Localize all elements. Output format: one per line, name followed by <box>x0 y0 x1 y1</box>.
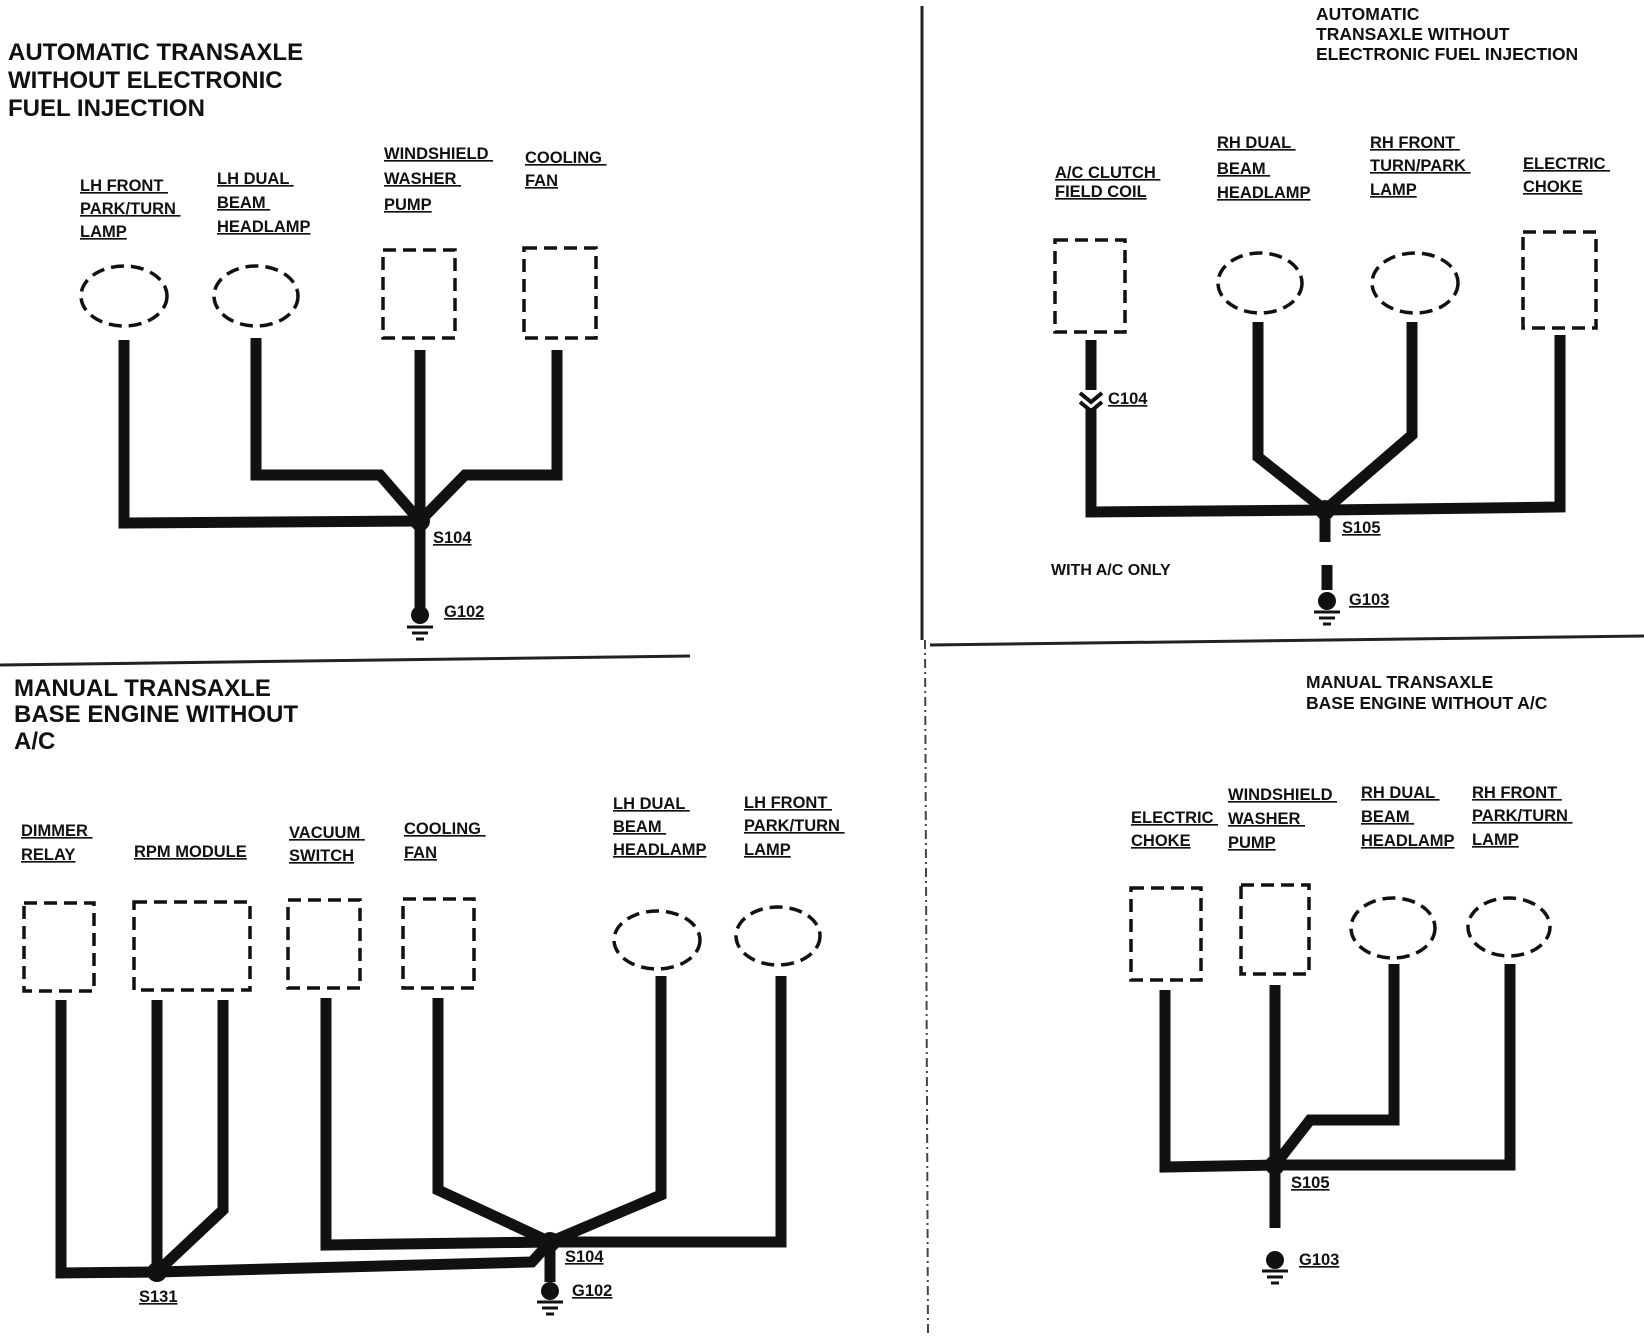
vacuum-switch-outline <box>286 898 362 990</box>
component-label-vacuum-switch: VACUUM SWITCH <box>289 824 365 865</box>
panel-title: AUTOMATIC TRANSAXLE WITHOUT ELECTRONIC F… <box>1316 4 1578 64</box>
splice-dot-s131 <box>147 1262 167 1282</box>
ground-label: G103 <box>1299 1251 1339 1269</box>
component-label-ac-clutch-field-coil: A/C CLUTCH FIELD COIL <box>1055 164 1160 201</box>
panel-title: MANUAL TRANSAXLE BASE ENGINE WITHOUT A/C <box>1306 672 1548 713</box>
splice-dot <box>410 511 430 531</box>
ground-icon <box>537 1282 563 1316</box>
ground-label: G103 <box>1349 591 1389 609</box>
component-label-rh-front-park-turn-lamp: RH FRONT PARK/TURN LAMP <box>1472 784 1573 849</box>
washer-pump-outline <box>381 248 457 340</box>
splice-label: S104 <box>433 529 472 547</box>
ground-icon <box>1262 1251 1288 1285</box>
component-label-rh-front-turn-park-lamp: RH FRONT TURN/PARK LAMP <box>1370 134 1471 199</box>
wires <box>118 338 563 621</box>
component-label-rh-dual-beam-headlamp: RH DUAL BEAM HEADLAMP <box>1361 784 1455 850</box>
connector-symbol <box>1078 391 1104 414</box>
rpm-module-outline <box>132 900 252 992</box>
panel-top-left: AUTOMATIC TRANSAXLE WITHOUT ELECTRONIC F… <box>8 39 607 641</box>
washer-pump-outline <box>1239 883 1311 976</box>
splice-label: S105 <box>1342 519 1381 537</box>
horizontal-divider-left <box>0 654 691 667</box>
component-label-windshield-washer-pump: WINDSHIELD WASHER PUMP <box>384 145 493 214</box>
cooling-fan-outline <box>522 246 598 340</box>
component-label-cooling-fan: COOLING FAN <box>525 149 607 190</box>
component-label-cooling-fan: COOLING FAN <box>404 820 486 862</box>
lamp-outline <box>79 264 169 328</box>
panel-title: AUTOMATIC TRANSAXLE WITHOUT ELECTRONIC F… <box>8 39 310 122</box>
vertical-divider-bottom <box>924 639 929 1336</box>
wires <box>55 976 787 1282</box>
component-label-lh-dual-beam-headlamp: LH DUAL BEAM HEADLAMP <box>613 795 707 859</box>
panel-bottom-right: MANUAL TRANSAXLE BASE ENGINE WITHOUT A/C… <box>1129 672 1573 1285</box>
lamp-outline <box>734 905 822 967</box>
wires <box>1085 322 1566 590</box>
splice-dot <box>1265 1155 1285 1175</box>
headlamp-outline <box>612 909 702 971</box>
component-label-electric-choke: ELECTRIC CHOKE <box>1523 155 1610 196</box>
choke-outline <box>1129 886 1203 982</box>
ground-icon <box>407 606 433 641</box>
lamp-outline <box>1466 896 1552 958</box>
note-with-ac-only: WITH A/C ONLY <box>1051 562 1171 579</box>
headlamp-outline <box>212 264 300 328</box>
component-label-lh-dual-beam-headlamp: LH DUAL BEAM HEADLAMP <box>217 170 311 236</box>
splice-dot <box>1315 500 1335 520</box>
splice-label-s104: S104 <box>565 1248 604 1266</box>
horizontal-divider-right <box>929 634 1644 647</box>
ground-label: G102 <box>572 1282 612 1300</box>
headlamp-outline <box>1349 896 1437 960</box>
cooling-fan-outline <box>401 897 476 990</box>
component-label-rpm-module: RPM MODULE <box>134 843 247 861</box>
dimmer-relay-outline <box>22 901 96 993</box>
ground-label: G102 <box>444 603 484 621</box>
ac-clutch-outline <box>1053 238 1127 334</box>
wires <box>1159 964 1516 1228</box>
component-label-lh-front-park-turn-lamp: LH FRONT PARK/TURN LAMP <box>80 177 181 241</box>
panel-top-right: AUTOMATIC TRANSAXLE WITHOUT ELECTRONIC F… <box>1051 4 1610 626</box>
lamp-outline <box>1370 251 1460 315</box>
component-label-lh-front-park-turn-lamp: LH FRONT PARK/TURN LAMP <box>744 794 845 859</box>
panel-bottom-left: MANUAL TRANSAXLE BASE ENGINE WITHOUT A/C… <box>14 675 845 1316</box>
ground-icon <box>1314 592 1340 626</box>
component-label-electric-choke: ELECTRIC CHOKE <box>1131 809 1218 850</box>
choke-outline <box>1521 230 1598 330</box>
component-label-dimmer-relay: DIMMER RELAY <box>21 822 93 864</box>
connector-label: C104 <box>1108 390 1148 408</box>
headlamp-outline <box>1216 251 1304 315</box>
splice-label: S105 <box>1291 1174 1330 1192</box>
splice-dot-s104 <box>540 1232 560 1252</box>
splice-label-s131: S131 <box>139 1288 178 1306</box>
panel-title: MANUAL TRANSAXLE BASE ENGINE WITHOUT A/C <box>14 675 305 755</box>
component-label-rh-dual-beam-headlamp: RH DUAL BEAM HEADLAMP <box>1217 134 1311 202</box>
quadrant-dividers <box>0 6 1644 1336</box>
component-label-windshield-washer-pump: WINDSHIELD WASHER PUMP <box>1228 786 1337 852</box>
